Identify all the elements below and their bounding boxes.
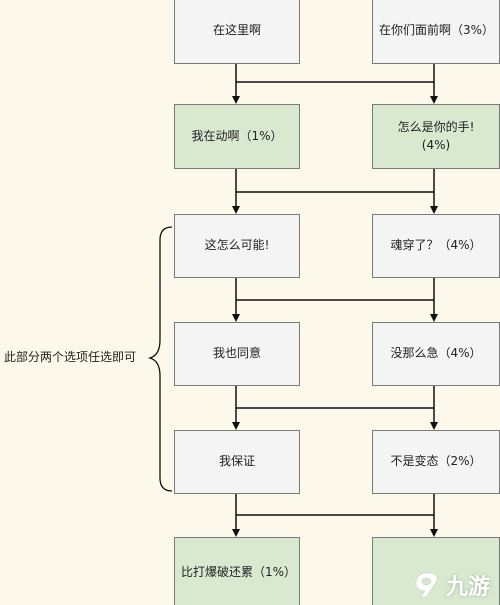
watermark: 九游 — [412, 569, 490, 601]
node-r6-right — [372, 537, 500, 605]
node-r1-right-text: 在你们面前啊（3%） — [379, 23, 495, 38]
node-r2-right-text-line1: 怎么是你的手! — [397, 120, 475, 135]
9game-logo-icon — [415, 572, 438, 598]
node-r5-left-text: 我保证 — [218, 454, 255, 469]
node-r3-right-text: 魂穿了？（4%） — [390, 238, 482, 253]
watermark-text: 九游 — [445, 575, 490, 600]
node-r1-left-text: 在这里啊 — [212, 23, 261, 38]
node-r5-right-text: 不是变态（2%） — [390, 454, 482, 469]
node-r4-right: 没那么急（4%） — [372, 322, 500, 386]
node-r3-left: 这怎么可能! — [174, 214, 300, 278]
node-r2-left: 我在动啊（1%） — [174, 104, 300, 169]
node-r1-left: 在这里啊 — [174, 0, 300, 64]
node-r5-right: 不是变态（2%） — [372, 430, 500, 494]
node-r6-left-text: 比打爆破还累（1%） — [181, 565, 297, 580]
node-r2-right-text-line2: (4%) — [421, 137, 451, 152]
node-r5-left: 我保证 — [174, 430, 300, 494]
brace — [147, 226, 173, 492]
node-r4-right-text: 没那么急（4%） — [390, 346, 482, 361]
node-r2-right: 怎么是你的手! (4%) — [372, 104, 500, 169]
node-r4-left: 我也同意 — [174, 322, 300, 386]
node-r1-right: 在你们面前啊（3%） — [372, 0, 500, 64]
node-r2-left-text: 我在动啊（1%） — [191, 128, 283, 143]
node-r3-left-text: 这怎么可能! — [204, 238, 270, 253]
node-r3-right: 魂穿了？（4%） — [372, 214, 500, 278]
side-note-label: 此部分两个选项任选即可 — [4, 350, 137, 364]
node-r6-left: 比打爆破还累（1%） — [174, 537, 300, 605]
node-r4-left-text: 我也同意 — [212, 346, 261, 361]
